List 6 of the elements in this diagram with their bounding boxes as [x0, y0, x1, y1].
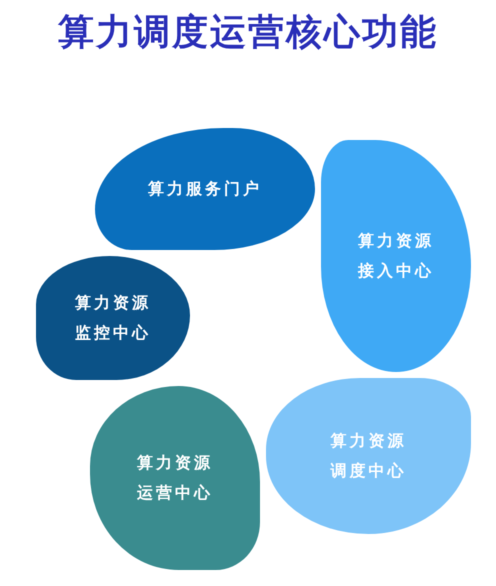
- title: 算力调度运营核心功能: [57, 11, 439, 55]
- petal-label: 算力资源运营中心: [136, 452, 214, 504]
- petal-label: 算力资源调度中心: [329, 430, 408, 482]
- petal-label: 算力资源接入中心: [356, 230, 435, 282]
- petal-label: 算力资源监控中心: [74, 292, 152, 344]
- petal-label: 算力服务门户: [148, 178, 262, 200]
